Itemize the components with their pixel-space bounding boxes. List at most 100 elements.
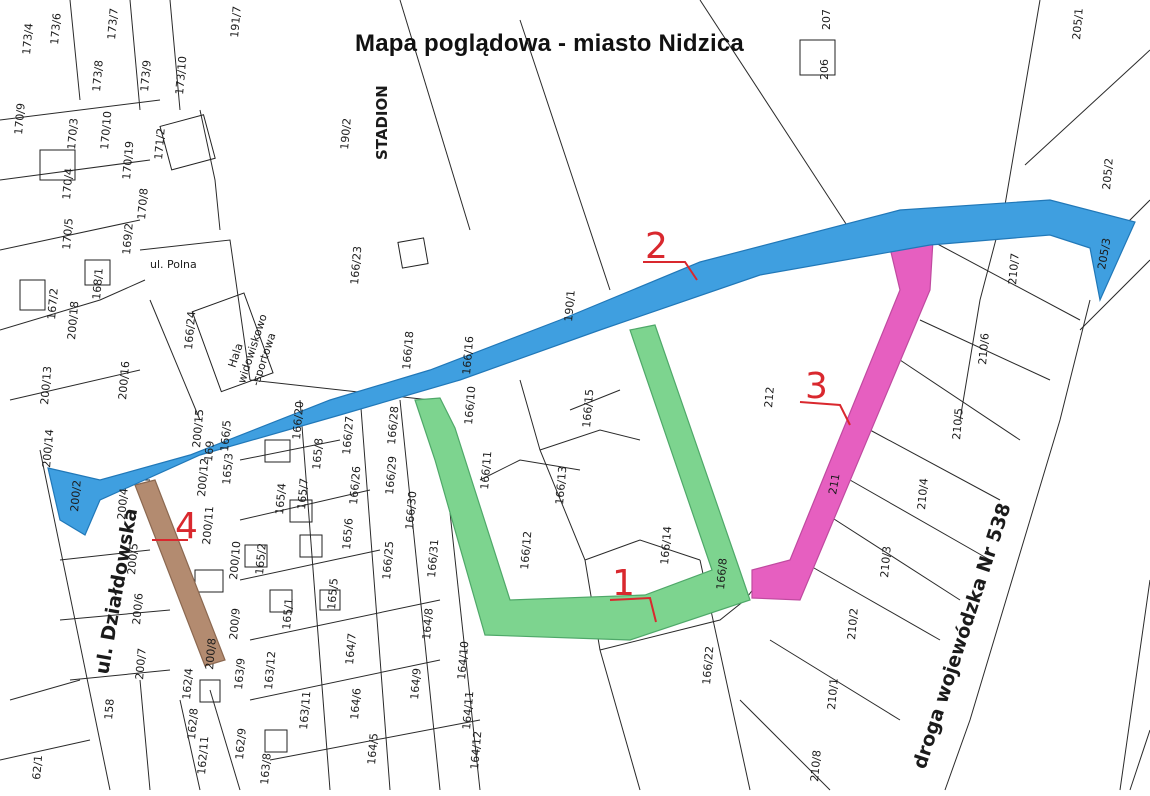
- svg-text:200/4: 200/4: [115, 488, 131, 521]
- svg-text:191/7: 191/7: [228, 6, 244, 39]
- svg-text:170/10: 170/10: [98, 111, 114, 151]
- svg-text:170/4: 170/4: [60, 168, 76, 201]
- svg-text:166/16: 166/16: [460, 336, 476, 376]
- route-labels: 1 2 3 4: [152, 226, 851, 623]
- route-3-line[interactable]: [751, 239, 934, 601]
- svg-text:169/2: 169/2: [120, 223, 136, 256]
- svg-text:165/8: 165/8: [310, 438, 326, 471]
- svg-text:166/8: 166/8: [714, 558, 730, 591]
- svg-text:166/23: 166/23: [348, 246, 364, 286]
- svg-text:207: 207: [820, 9, 833, 30]
- svg-text:200/11: 200/11: [200, 506, 216, 546]
- svg-text:166/10: 166/10: [462, 386, 478, 426]
- svg-text:170/9: 170/9: [12, 103, 28, 136]
- svg-text:211: 211: [826, 473, 842, 496]
- svg-text:165/1: 165/1: [280, 598, 296, 631]
- hala-label: Hala widowiskowo -sportowa: [226, 312, 279, 387]
- route-4-number: 4: [175, 506, 198, 547]
- svg-text:164/5: 164/5: [365, 733, 381, 766]
- svg-text:166/26: 166/26: [347, 466, 363, 506]
- svg-text:166/27: 166/27: [340, 416, 356, 456]
- svg-text:166/18: 166/18: [400, 331, 416, 371]
- svg-text:210/2: 210/2: [845, 608, 861, 641]
- svg-text:163/9: 163/9: [232, 658, 248, 691]
- svg-text:164/12: 164/12: [468, 731, 484, 771]
- svg-text:166/25: 166/25: [380, 541, 396, 581]
- svg-text:166/13: 166/13: [553, 466, 569, 506]
- svg-text:165/4: 165/4: [273, 483, 289, 516]
- svg-text:173/7: 173/7: [105, 8, 121, 41]
- svg-text:171/2: 171/2: [152, 128, 168, 161]
- route-2-number: 2: [645, 226, 668, 267]
- route-4-line[interactable]: [134, 479, 226, 667]
- svg-text:200/7: 200/7: [133, 648, 149, 681]
- svg-text:200/14: 200/14: [40, 429, 56, 469]
- svg-text:205/2: 205/2: [1100, 158, 1116, 191]
- svg-text:166/12: 166/12: [518, 531, 534, 571]
- svg-text:210/3: 210/3: [878, 546, 894, 579]
- svg-text:165/5: 165/5: [325, 578, 341, 611]
- svg-text:170/3: 170/3: [65, 118, 81, 151]
- svg-text:190/2: 190/2: [338, 118, 354, 151]
- svg-text:166/11: 166/11: [478, 451, 494, 491]
- svg-text:205/3: 205/3: [1095, 237, 1113, 270]
- svg-text:162/9: 162/9: [233, 728, 249, 761]
- svg-text:200/18: 200/18: [65, 301, 81, 341]
- svg-text:190/1: 190/1: [562, 290, 578, 323]
- svg-text:173/8: 173/8: [90, 60, 106, 93]
- street-droga-538: droga wojewódzka Nr 538: [909, 500, 1016, 771]
- svg-text:167/2: 167/2: [45, 288, 61, 321]
- route-3-pointer: [799, 401, 851, 426]
- svg-text:200/2: 200/2: [68, 480, 84, 513]
- svg-text:210/6: 210/6: [976, 333, 992, 366]
- route-1-number: 1: [612, 563, 635, 604]
- street-polna: ul. Polna: [150, 258, 197, 271]
- svg-text:200/8: 200/8: [203, 638, 219, 671]
- svg-text:205/1: 205/1: [1070, 8, 1086, 41]
- svg-text:166/29: 166/29: [383, 456, 399, 496]
- svg-text:200/13: 200/13: [38, 366, 54, 406]
- svg-text:206: 206: [818, 59, 831, 80]
- svg-text:164/10: 164/10: [455, 641, 471, 681]
- svg-text:165/3: 165/3: [220, 453, 236, 486]
- svg-text:164/7: 164/7: [343, 633, 359, 666]
- svg-text:210/1: 210/1: [825, 678, 841, 711]
- svg-text:169: 169: [202, 440, 217, 462]
- svg-text:200/16: 200/16: [116, 361, 132, 401]
- svg-text:158: 158: [102, 698, 117, 720]
- route-2-pointer: [643, 261, 698, 281]
- svg-text:200/9: 200/9: [227, 608, 243, 641]
- svg-text:162/8: 162/8: [185, 708, 201, 741]
- route-1-line[interactable]: [414, 324, 751, 641]
- svg-text:166/15: 166/15: [580, 389, 596, 429]
- svg-text:173/9: 173/9: [138, 60, 154, 93]
- svg-text:165/7: 165/7: [295, 478, 311, 511]
- svg-text:164/11: 164/11: [460, 691, 476, 731]
- svg-text:170/5: 170/5: [60, 218, 76, 251]
- svg-text:200/15: 200/15: [190, 409, 206, 449]
- svg-text:166/22: 166/22: [700, 646, 716, 686]
- svg-text:166/20: 166/20: [290, 401, 306, 441]
- svg-text:210/4: 210/4: [915, 478, 931, 511]
- svg-text:200/12: 200/12: [195, 458, 211, 498]
- svg-text:200/10: 200/10: [227, 541, 243, 581]
- svg-text:200/5: 200/5: [125, 543, 141, 576]
- route-3-number: 3: [805, 366, 828, 407]
- svg-text:166/28: 166/28: [385, 406, 401, 446]
- svg-text:170/19: 170/19: [120, 141, 136, 181]
- svg-text:173/6: 173/6: [48, 13, 64, 46]
- svg-text:62/1: 62/1: [30, 755, 45, 781]
- map-title: Mapa poglądowa - miasto Nidzica: [355, 30, 744, 57]
- svg-text:165/6: 165/6: [340, 518, 356, 551]
- svg-text:164/6: 164/6: [348, 688, 364, 721]
- route-1-pointer: [609, 596, 657, 623]
- svg-text:166/30: 166/30: [403, 491, 419, 531]
- svg-text:170/8: 170/8: [135, 188, 151, 221]
- svg-text:166/14: 166/14: [658, 526, 674, 566]
- svg-text:164/8: 164/8: [420, 608, 436, 641]
- route-2-line[interactable]: [47, 199, 1136, 536]
- svg-text:166/24: 166/24: [182, 311, 198, 351]
- svg-text:173/10: 173/10: [173, 56, 189, 96]
